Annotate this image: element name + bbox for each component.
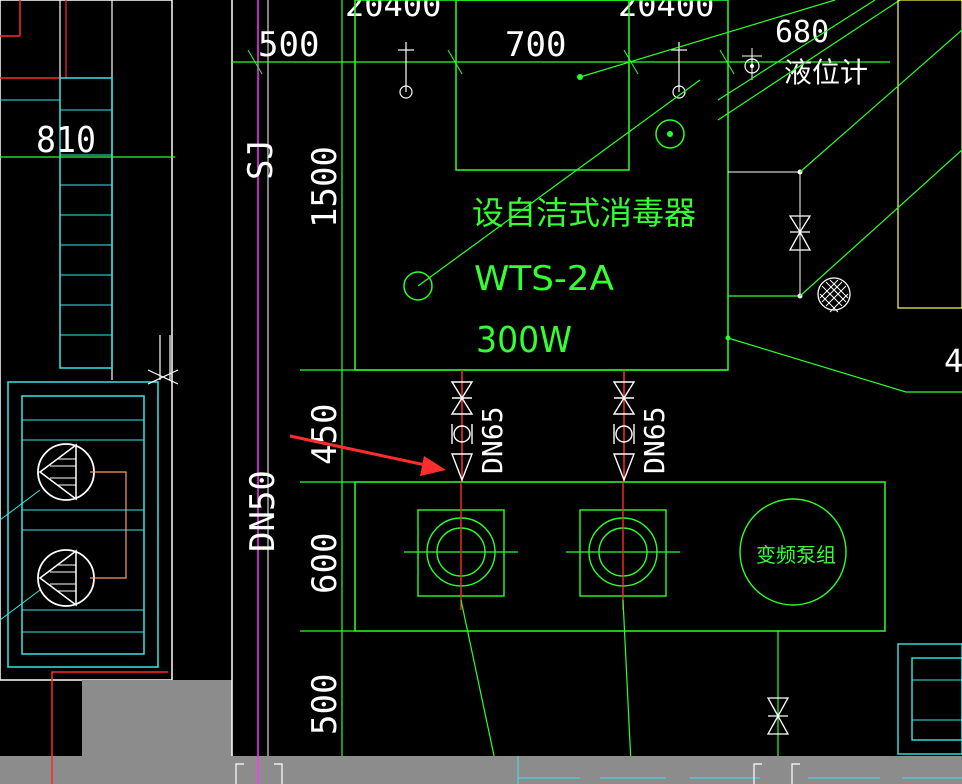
dim-600: 600	[305, 533, 345, 594]
label-level-gauge: 液位计	[784, 56, 868, 89]
dim-700: 700	[505, 25, 566, 65]
gate-valve-icon	[766, 697, 790, 718]
bottom-strip	[0, 756, 962, 784]
disinfector-power: 300W	[476, 320, 572, 361]
dim-right-partial: 4	[944, 342, 962, 380]
label-dn50: DN50	[243, 470, 283, 552]
dim-1500: 1500	[305, 146, 345, 228]
floor-drain-icon	[817, 277, 851, 311]
dim-partial-1: 20400	[345, 0, 441, 24]
dim-450: 450	[305, 404, 345, 465]
disinfector-name: 设自洁式消毒器	[472, 194, 696, 232]
left-equipment: 810	[0, 0, 179, 784]
valve-assembly-left[interactable]: DN65	[450, 370, 509, 482]
dim-500-bottom: 500	[305, 674, 345, 735]
pump-set-label: 变频泵组	[756, 543, 836, 567]
label-dn65-left: DN65	[476, 407, 509, 474]
annotation-arrow	[289, 434, 446, 476]
dim-500-top: 500	[258, 25, 319, 65]
dim-partial-2: 20400	[618, 0, 714, 24]
disinfector-unit[interactable]: 设自洁式消毒器 WTS-2A 300W	[354, 0, 836, 371]
dim-680: 680	[775, 15, 829, 50]
label-dn65-right: DN65	[638, 407, 671, 474]
pump-set[interactable]: 变频泵组	[354, 481, 886, 784]
gate-valve-icon	[788, 215, 812, 234]
bottom-right-cabinet	[897, 643, 962, 755]
label-sj: SJ	[241, 139, 281, 180]
level-gauge-area: 液位计 4	[717, 0, 962, 393]
valve-assembly-right[interactable]: DN65	[612, 370, 671, 482]
disinfector-model: WTS-2A	[474, 259, 614, 299]
top-dimensions: 500 700 680 20400 20400	[232, 0, 890, 99]
vertical-dimensions: 1500 450 600 500	[300, 0, 728, 760]
dim-810: 810	[36, 120, 96, 161]
